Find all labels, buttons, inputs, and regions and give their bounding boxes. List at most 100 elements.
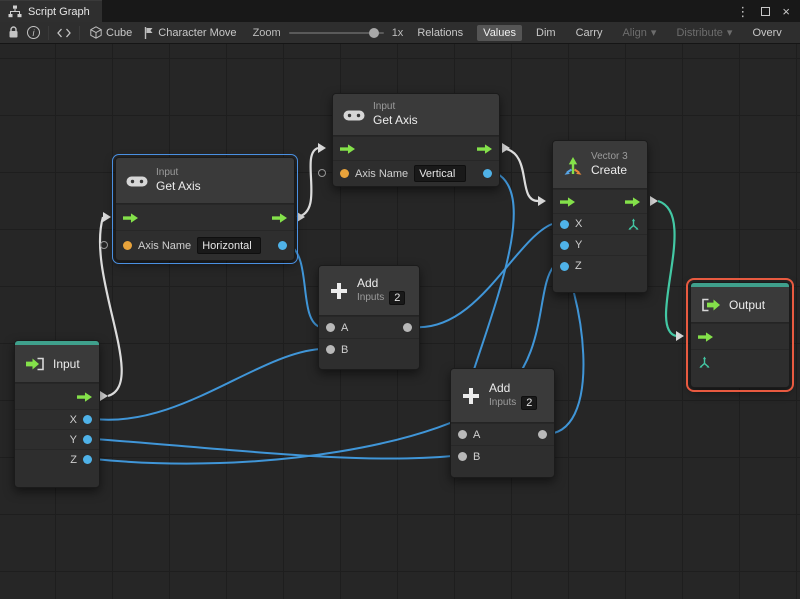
port-row-b: B (319, 338, 419, 360)
input-port-y[interactable] (560, 240, 569, 250)
flow-in-port[interactable] (340, 143, 355, 154)
code-icon[interactable] (57, 28, 71, 38)
close-icon[interactable]: × (782, 3, 790, 19)
sum-out-port[interactable] (538, 430, 547, 439)
button-overview[interactable]: Overv (746, 25, 787, 41)
node-title: Get Axis (156, 179, 201, 194)
output-port-y[interactable] (83, 435, 92, 444)
zoom-slider[interactable] (288, 27, 384, 38)
value-out-port[interactable] (278, 241, 287, 250)
input-port-a[interactable] (326, 323, 335, 332)
axis-name-port[interactable] (123, 241, 132, 250)
button-values[interactable]: Values (477, 24, 522, 41)
node-header[interactable]: Output (691, 287, 789, 323)
node-add-2[interactable]: Add Inputs A B (450, 368, 555, 478)
node-graph-output[interactable]: Output (686, 278, 794, 392)
node-footer (553, 276, 647, 292)
flow-in-port[interactable] (560, 196, 575, 207)
axis-name-field[interactable] (197, 237, 262, 254)
tab-script-graph[interactable]: Script Graph (0, 0, 102, 22)
node-graph-input[interactable]: Input X Y Z (14, 340, 100, 488)
flow-in-port[interactable] (698, 331, 713, 342)
menu-icon[interactable]: ⋮ (736, 3, 750, 19)
flow-out-port[interactable] (477, 143, 492, 154)
wire-add1-to-vector3-x[interactable] (413, 223, 553, 329)
node-get-axis-vertical[interactable]: Input Get Axis Axis Name (332, 93, 500, 187)
wire-flow-vertical-to-vector3[interactable] (501, 146, 539, 203)
script-graph-icon (8, 5, 22, 18)
wire-horizontal-value-to-add1-a[interactable] (288, 244, 321, 328)
character-move-icon (144, 26, 154, 39)
node-add-1[interactable]: Add Inputs A B (318, 265, 420, 370)
target-port-vertical[interactable] (318, 169, 326, 177)
output-port-z[interactable] (83, 455, 92, 464)
wire-flow-input-to-get-axis-horizontal[interactable] (98, 216, 123, 398)
button-label: Overv (752, 26, 782, 39)
flow-triangle-output-in[interactable] (676, 331, 684, 341)
flow-triangle-vector3-in[interactable] (538, 196, 546, 206)
node-header[interactable]: Input (15, 345, 99, 383)
button-align[interactable]: Align ▾ (616, 24, 662, 41)
flow-triangle-vertical-in[interactable] (318, 143, 326, 153)
flow-triangle-horizontal-out[interactable] (297, 212, 305, 222)
port-row-z: Z (553, 255, 647, 276)
zoom-label: Zoom (252, 26, 281, 39)
input-port-b[interactable] (458, 452, 467, 461)
node-title: Input (53, 356, 80, 371)
context-character-move-button[interactable]: Character Move (142, 25, 238, 41)
input-port-a[interactable] (458, 430, 467, 439)
node-header[interactable]: Input Get Axis (116, 158, 294, 204)
node-get-axis-horizontal[interactable]: Input Get Axis Axis Name (112, 154, 298, 264)
info-icon[interactable] (27, 26, 40, 39)
wire-input-y-to-add2-b[interactable] (93, 438, 453, 460)
inputs-count-field[interactable] (521, 396, 538, 410)
port-row-a: A (451, 423, 554, 445)
flow-out-port[interactable] (272, 212, 287, 223)
button-distribute[interactable]: Distribute ▾ (670, 24, 738, 41)
output-port-x[interactable] (83, 415, 92, 424)
wire-flow-horizontal-to-vertical[interactable] (296, 146, 319, 219)
button-carry[interactable]: Carry (570, 25, 609, 41)
axis-name-field[interactable] (414, 165, 467, 182)
flow-triangle-input-out[interactable] (100, 391, 108, 401)
flow-triangle-vector3-out[interactable] (650, 196, 658, 206)
toolbar-separator (79, 25, 80, 40)
flow-triangle-vertical-out[interactable] (502, 143, 510, 153)
input-port-x[interactable] (560, 219, 569, 229)
wire-input-x-to-add1-b[interactable] (93, 348, 321, 421)
node-header[interactable]: Input Get Axis (333, 94, 499, 136)
button-dim[interactable]: Dim (530, 25, 562, 41)
wire-flow-vector3-to-output[interactable] (657, 199, 677, 338)
input-port-b[interactable] (326, 345, 335, 354)
zoom-slider-handle[interactable] (368, 27, 379, 38)
context-cube-button[interactable]: Cube (88, 24, 134, 41)
lock-icon[interactable] (8, 26, 19, 39)
graph-canvas[interactable]: Input Get Axis Axis Name (0, 44, 800, 599)
flow-out-port[interactable] (625, 196, 640, 207)
maximize-icon[interactable] (761, 6, 771, 16)
flow-in-port[interactable] (123, 212, 138, 223)
toolbar-separator (48, 25, 49, 40)
node-header[interactable]: Add Inputs (319, 266, 419, 316)
target-port-horizontal[interactable] (100, 241, 108, 249)
node-footer (451, 467, 554, 477)
node-header-strip (691, 283, 789, 287)
inputs-count-field[interactable] (389, 291, 406, 305)
port-label: A (341, 321, 349, 334)
vector3-out-port-icon[interactable] (627, 217, 640, 231)
value-out-port[interactable] (483, 169, 492, 178)
flow-triangle-horizontal-in[interactable] (103, 212, 111, 222)
node-header[interactable]: Add Inputs (451, 369, 554, 423)
node-vector3-create[interactable]: Vector 3 Create X Y Z (552, 140, 648, 293)
input-port-z[interactable] (560, 261, 569, 271)
axis-name-port[interactable] (340, 169, 349, 178)
sum-out-port[interactable] (403, 323, 412, 332)
node-title: Create (591, 163, 628, 178)
port-row-b: B (451, 445, 554, 467)
plus-icon (329, 281, 349, 301)
flow-out-port[interactable] (77, 391, 92, 402)
node-header[interactable]: Vector 3 Create (553, 141, 647, 189)
port-row-y: Y (553, 234, 647, 255)
button-relations[interactable]: Relations (411, 25, 469, 41)
vector3-in-port-icon[interactable] (698, 356, 711, 369)
